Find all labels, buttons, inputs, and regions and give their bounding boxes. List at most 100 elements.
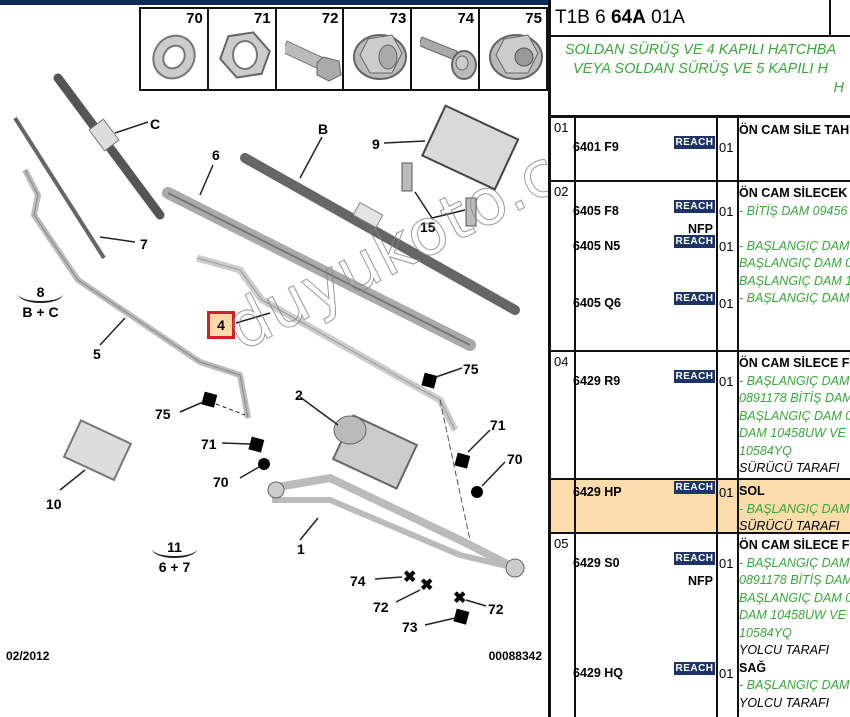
label-15[interactable]: 15 <box>420 219 436 235</box>
reference-prefix: T1B 6 <box>555 6 611 28</box>
exploded-parts-diagram: 70 71 72 73 74 75 <box>0 0 548 663</box>
description-note: - BAŞLANGIÇ DAM <box>739 291 850 305</box>
label-71[interactable]: 71 <box>490 417 506 433</box>
reach-badge: REACH <box>674 552 715 565</box>
wiper-motor-2[interactable] <box>331 414 419 490</box>
screw-washer-icon <box>420 36 478 80</box>
label-73[interactable]: 73 <box>402 619 418 635</box>
item-number <box>551 480 576 532</box>
label-2[interactable]: 2 <box>295 387 303 403</box>
wiper-linkage-1[interactable] <box>267 473 525 578</box>
quantity: 01 <box>719 666 734 681</box>
description-note: BAŞLANGIÇ DAM 0 <box>739 256 850 270</box>
label-74[interactable]: 74 <box>350 573 366 589</box>
wiper-arm-4[interactable] <box>196 254 459 432</box>
quantity: 01 <box>719 239 734 254</box>
part-number[interactable]: 6405 F8 <box>573 204 619 218</box>
label-72[interactable]: 72 <box>488 601 504 617</box>
description-note: 10584YQ <box>739 443 792 458</box>
clips-15[interactable] <box>401 162 477 227</box>
part-number[interactable]: 6401 F9 <box>573 140 619 154</box>
description-note: DAM 10458UW VE <box>739 608 846 622</box>
label-7[interactable]: 7 <box>140 236 148 252</box>
hardware-cell-74[interactable]: 74 <box>412 9 481 89</box>
description-note: - BAŞLANGIÇ DAM <box>739 373 850 388</box>
wiper-blade-b[interactable] <box>240 153 520 315</box>
quantity-column <box>716 182 739 350</box>
reference-suffix: 01A <box>645 6 685 28</box>
label-b[interactable]: B <box>318 121 329 137</box>
diagram-date: 02/2012 <box>6 649 50 663</box>
description-note: 10584YQ <box>739 625 792 640</box>
wiper-arm-5[interactable] <box>22 168 251 419</box>
item-number: 05 <box>551 534 576 717</box>
hardware-cell-72[interactable]: 72 <box>277 9 345 89</box>
reach-badge: REACH <box>674 136 715 149</box>
hardware-cell-71[interactable]: 71 <box>209 9 277 89</box>
hardware-cell-75[interactable]: 75 <box>480 9 546 89</box>
reach-badge: REACH <box>674 481 715 494</box>
wiper-blade-6[interactable] <box>162 187 476 351</box>
part-number[interactable]: 6429 S0 <box>573 556 620 570</box>
label-70[interactable]: 70 <box>213 474 229 490</box>
label-72[interactable]: 72 <box>373 599 389 615</box>
part-number[interactable]: 6429 HP <box>573 485 622 499</box>
quantity: 01 <box>719 204 734 219</box>
quantity-column <box>716 480 739 532</box>
parts-list-panel: T1B 6 64A 01A SOLDAN SÜRÜŞ VE 4 KAPILI H… <box>548 0 850 717</box>
assembly-8-contents: B + C <box>22 304 59 320</box>
wiper-blade-c[interactable] <box>53 73 165 220</box>
quantity: 01 <box>719 556 734 571</box>
label-75[interactable]: 75 <box>463 361 479 377</box>
connector-10[interactable] <box>62 419 133 482</box>
label-75[interactable]: 75 <box>155 406 171 422</box>
quantity-column <box>716 352 739 478</box>
callout-4-highlighted[interactable]: 4 <box>207 311 235 339</box>
wiper-refill-7[interactable] <box>13 116 106 260</box>
hardware-number: 70 <box>186 10 203 27</box>
hardware-number: 75 <box>525 10 542 27</box>
washer-icon <box>152 34 196 80</box>
condition-line: VEYA SOLDAN SÜRÜŞ VE 5 KAPILI H <box>573 61 828 77</box>
control-module-9[interactable] <box>421 104 520 191</box>
hardware-cell-73[interactable]: 73 <box>344 9 413 89</box>
quantity: 01 <box>719 374 734 389</box>
label-c[interactable]: C <box>150 116 161 132</box>
label-6[interactable]: 6 <box>212 147 220 163</box>
label-70[interactable]: 70 <box>507 451 523 467</box>
part-number[interactable]: 6405 Q6 <box>573 296 621 310</box>
quantity: 01 <box>719 296 734 311</box>
label-10[interactable]: 10 <box>46 496 62 512</box>
description-note: BAŞLANGIÇ DAM 0 <box>739 590 850 605</box>
reach-badge: REACH <box>674 662 715 675</box>
assembly-11-brace: 11 6 + 7 <box>152 540 197 574</box>
reference-header: T1B 6 64A 01A <box>551 0 850 37</box>
description-note: - BAŞLANGIÇ DAM <box>739 555 850 570</box>
description-side: YOLCU TARAFI <box>739 695 830 710</box>
label-5[interactable]: 5 <box>93 346 101 362</box>
part-number[interactable]: 6429 HQ <box>573 666 624 680</box>
part-number[interactable]: 6429 R9 <box>573 374 621 388</box>
bolt-icon <box>284 40 342 82</box>
quantity: 01 <box>719 140 734 155</box>
label-1[interactable]: 1 <box>297 541 305 557</box>
description-note <box>739 220 850 238</box>
reach-badge: REACH <box>674 235 715 248</box>
description-note: - BİTİŞ DAM 09456 <box>739 203 848 218</box>
quantity: 01 <box>719 485 734 500</box>
part-description: ÖN CAM SİLE TAH <box>739 122 850 140</box>
reference-group: 64A <box>610 6 646 28</box>
hardware-cell-70[interactable]: 70 <box>141 9 209 89</box>
label-9[interactable]: 9 <box>372 136 380 152</box>
assembly-11-number: 11 <box>152 540 197 558</box>
part-number[interactable]: 6405 N5 <box>573 239 621 253</box>
label-71[interactable]: 71 <box>201 436 217 452</box>
reach-badge: REACH <box>674 292 715 305</box>
